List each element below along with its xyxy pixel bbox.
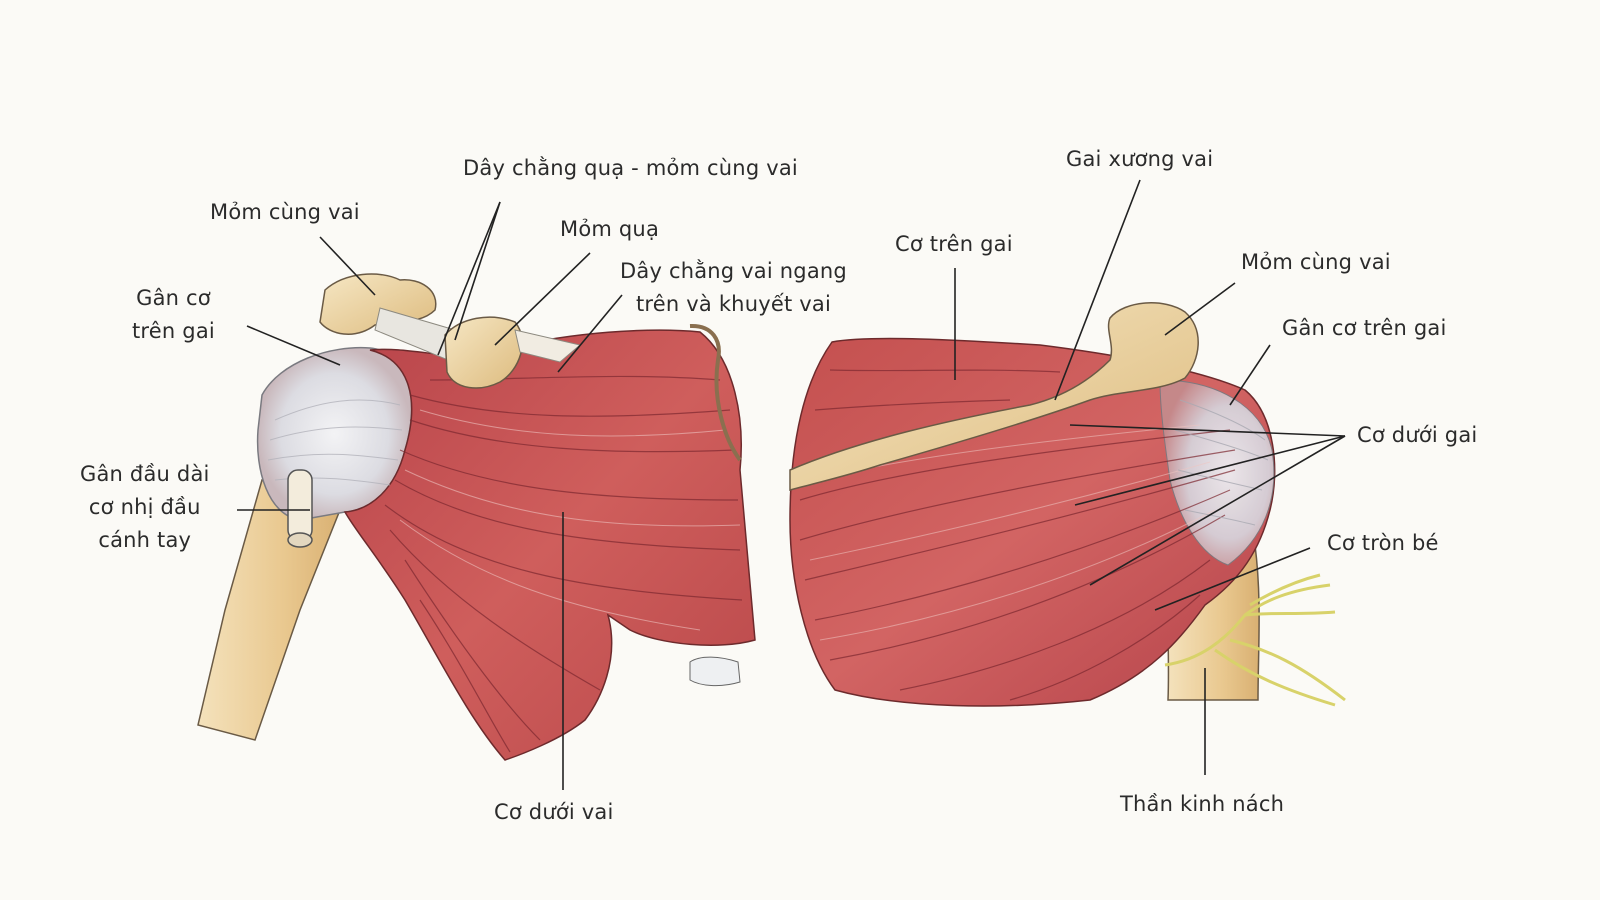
leader-teres-minor bbox=[1154, 547, 1311, 611]
leader-acromion-back bbox=[1164, 282, 1236, 336]
label-transverse-ligament: Dây chằng vai ngang trên và khuyết vai bbox=[620, 255, 847, 321]
leader-infraspinatus-1 bbox=[1069, 424, 1346, 437]
front-view-drawing bbox=[197, 273, 756, 761]
leader-supraspinatus-tendon-back bbox=[1229, 344, 1271, 406]
subscapularis-muscle bbox=[343, 329, 756, 761]
label-supraspinatus-tendon-front: Gân cơ trên gai bbox=[132, 282, 215, 348]
back-view-drawing bbox=[789, 302, 1346, 707]
leader-coracoacromial-ligament bbox=[454, 201, 501, 341]
leader-transverse-ligament bbox=[557, 294, 623, 373]
label-supraspinatus: Cơ trên gai bbox=[895, 232, 1013, 256]
leader-coracoid bbox=[494, 252, 591, 346]
axillary-nerve-drawing bbox=[1164, 573, 1346, 707]
label-coracoid-process: Mỏm quạ bbox=[560, 217, 660, 241]
label-biceps-long-head-line2: cơ nhị đầu bbox=[88, 495, 201, 519]
leader-lines bbox=[237, 179, 1346, 790]
label-biceps-long-head-line1: Gân đầu dài bbox=[80, 462, 210, 486]
leader-supraspinatus-tendon-front bbox=[246, 325, 341, 366]
label-subscapularis: Cơ dưới vai bbox=[494, 800, 614, 824]
label-transverse-ligament-line1: Dây chằng vai ngang bbox=[620, 259, 847, 283]
label-acromion-back: Mỏm cùng vai bbox=[1241, 250, 1391, 274]
label-transverse-ligament-line2: trên và khuyết vai bbox=[635, 292, 831, 316]
leader-infraspinatus-2 bbox=[1074, 435, 1346, 506]
label-supraspinatus-tendon-line1: Gân cơ bbox=[136, 286, 211, 310]
leader-infraspinatus-3 bbox=[1089, 435, 1346, 586]
leader-coracoacromial-ligament-2 bbox=[437, 201, 501, 356]
label-scapular-spine: Gai xương vai bbox=[1066, 147, 1214, 171]
scapular-spine-bone bbox=[789, 302, 1199, 491]
label-coracoacromial-ligament: Dây chằng quạ - mỏm cùng vai bbox=[463, 156, 798, 180]
leader-acromion-front bbox=[319, 236, 376, 296]
humerus-bone bbox=[197, 479, 343, 741]
label-supraspinatus-tendon-line2: trên gai bbox=[132, 319, 215, 343]
label-acromion-front: Mỏm cùng vai bbox=[210, 200, 360, 224]
notch-detail bbox=[689, 656, 741, 687]
scapula-border bbox=[689, 323, 742, 462]
biceps-tendon bbox=[287, 469, 313, 548]
label-biceps-long-head: Gân đầu dài cơ nhị đầu cánh tay bbox=[80, 458, 210, 557]
transverse-ligament-band bbox=[514, 329, 582, 363]
label-biceps-long-head-line3: cánh tay bbox=[98, 528, 192, 552]
leader-scapular-spine bbox=[1054, 179, 1141, 401]
label-infraspinatus: Cơ dưới gai bbox=[1357, 423, 1478, 447]
coracoid-bone bbox=[444, 316, 523, 389]
label-teres-minor: Cơ tròn bé bbox=[1327, 531, 1439, 555]
label-axillary-nerve: Thần kinh nách bbox=[1120, 792, 1285, 816]
label-supraspinatus-tendon-back: Gân cơ trên gai bbox=[1282, 316, 1447, 340]
